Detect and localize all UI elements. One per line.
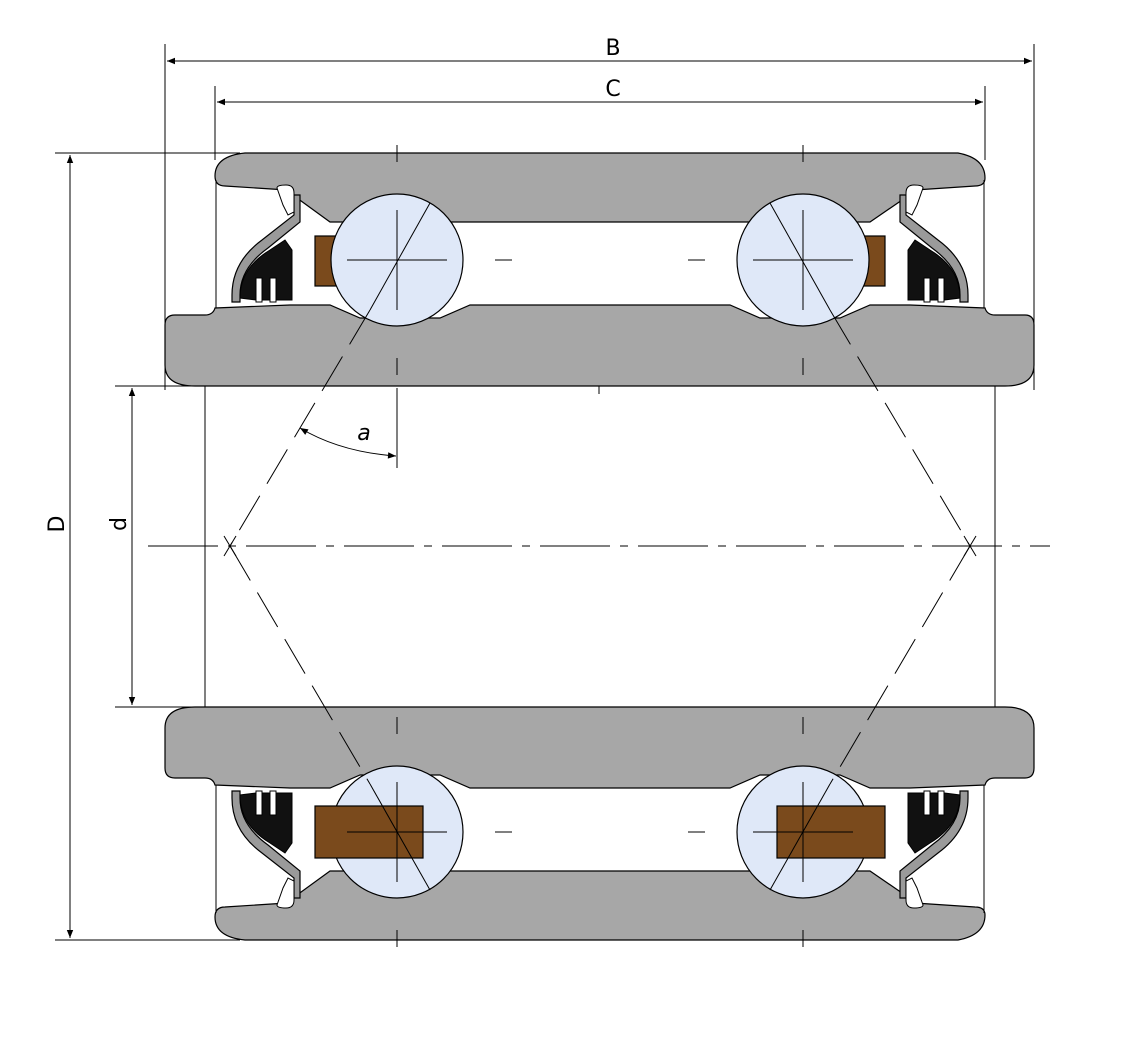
inner-ring-bottom [164, 706, 1035, 789]
label-d: d [107, 517, 132, 531]
contact-angle: a [299, 421, 397, 459]
seal-top-right [899, 180, 985, 308]
label-B: B [605, 36, 620, 61]
dimension-C: C [214, 77, 986, 160]
seal-top-left [215, 180, 301, 308]
outer-ring-top [214, 152, 986, 223]
seal-bottom-right [899, 785, 985, 913]
dimension-d: d [107, 385, 205, 708]
label-a: a [357, 421, 370, 446]
label-C: C [605, 77, 620, 102]
dimension-D: D [45, 152, 240, 941]
outer-ring-bottom [214, 870, 986, 941]
seal-bottom-left [215, 785, 301, 913]
inner-ring-top [164, 304, 1035, 387]
ball-centerlines-top [347, 145, 853, 375]
label-D: D [45, 516, 70, 533]
